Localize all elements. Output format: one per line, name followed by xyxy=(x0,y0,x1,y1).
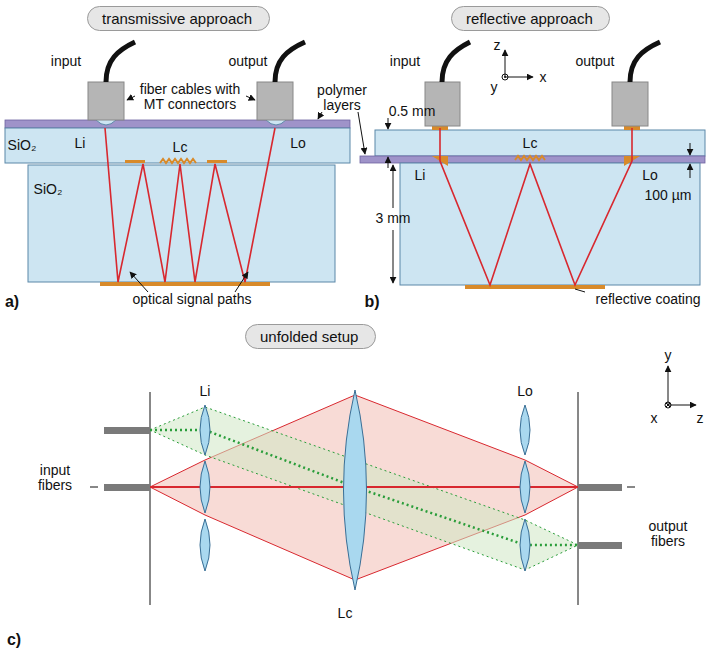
part-label: z xyxy=(494,38,501,53)
part-label: polymer layers xyxy=(310,83,374,114)
part-label: fiber cables with MT connectors xyxy=(136,82,244,113)
part-label: 3 mm xyxy=(376,211,411,226)
title-text: transmissive approach xyxy=(102,10,252,27)
part-label: Li xyxy=(200,384,211,399)
title-text: reflective approach xyxy=(466,10,593,27)
part-label: input xyxy=(51,54,81,69)
part-label: input fibers xyxy=(27,463,83,494)
title-pill: reflective approach xyxy=(451,6,610,31)
part-label: optical signal paths xyxy=(132,292,251,307)
title-pill: unfolded setup xyxy=(245,324,376,349)
part-label: Lo xyxy=(642,168,658,183)
part-label: x xyxy=(651,411,658,426)
part-label: output xyxy=(229,54,268,69)
part-label: output xyxy=(576,54,615,69)
part-label: Li xyxy=(415,168,426,183)
panel-a xyxy=(5,42,365,292)
part-label: Li xyxy=(75,136,86,151)
panel-c xyxy=(90,366,696,605)
part-label: Lo xyxy=(517,384,533,399)
panel-letter: b) xyxy=(364,293,379,311)
part-label: Lc xyxy=(173,140,188,155)
part-label: output fibers xyxy=(637,519,699,550)
part-label: reflective coating xyxy=(595,292,700,307)
panel-b xyxy=(360,42,705,292)
part-label: input xyxy=(390,54,420,69)
panel-letter: c) xyxy=(7,631,21,649)
part-label: z xyxy=(697,411,704,426)
part-label: 100 µm xyxy=(645,188,692,203)
part-label: Lc xyxy=(338,606,353,621)
part-label: SiO₂ xyxy=(8,138,37,153)
panel-letter: a) xyxy=(5,293,19,311)
part-label: SiO₂ xyxy=(34,182,63,197)
part-label: 0.5 mm xyxy=(389,104,436,119)
part-label: Lc xyxy=(523,136,538,151)
title-pill: transmissive approach xyxy=(87,6,270,31)
part-label: x xyxy=(540,70,547,85)
title-text: unfolded setup xyxy=(260,328,358,345)
part-label: y xyxy=(665,348,672,363)
part-label: y xyxy=(491,80,498,95)
part-label: Lo xyxy=(290,136,306,151)
